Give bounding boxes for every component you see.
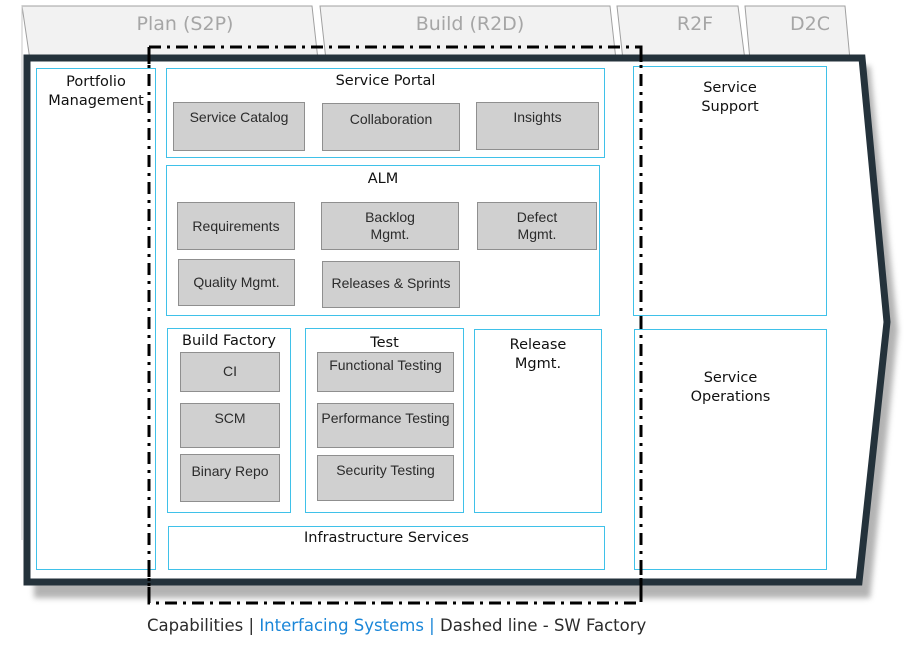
cap-label: Quality Mgmt. — [193, 274, 280, 290]
capability-security-testing[interactable]: Security Testing — [317, 455, 454, 501]
phase-label-d2c: D2C — [790, 13, 830, 35]
legend: Capabilities | Interfacing Systems | Das… — [147, 616, 646, 635]
cap-label: SCM — [214, 410, 246, 426]
service-support-title-line2: Support — [701, 99, 759, 115]
portfolio-title-line2: Management — [48, 93, 144, 109]
legend-capabilities: Capabilities — [147, 616, 244, 635]
capability-performance-testing[interactable]: Performance Testing — [317, 403, 454, 448]
cap-label: Security Testing — [336, 462, 435, 478]
capability-ci[interactable]: CI — [180, 352, 280, 392]
capability-insights[interactable]: Insights — [476, 102, 599, 150]
service-portal-title: Service Portal — [335, 73, 436, 89]
cap-label: Functional Testing — [329, 357, 442, 373]
release-mgmt-title-line2: Mgmt. — [514, 356, 562, 372]
cap-label: Releases & Sprints — [331, 275, 451, 291]
legend-dashed-line: Dashed line - SW Factory — [439, 616, 647, 635]
cap-label: Performance Testing — [321, 410, 450, 426]
portfolio-management-box[interactable]: Portfolio Management — [36, 68, 156, 570]
cap-label: Binary Repo — [191, 463, 269, 479]
cap-label-line2: Mgmt. — [517, 226, 557, 242]
service-support-box[interactable]: Service Support — [633, 66, 827, 316]
capability-functional-testing[interactable]: Functional Testing — [317, 352, 454, 392]
legend-separator: | — [423, 616, 440, 635]
service-operations-box[interactable]: Service Operations — [634, 329, 827, 570]
cap-label: Insights — [513, 109, 562, 125]
phase-label-build: Build (R2D) — [415, 13, 525, 35]
phase-label-r2f: R2F — [676, 13, 714, 35]
phase-label-plan: Plan (S2P) — [136, 13, 234, 35]
legend-separator: | — [243, 616, 260, 635]
release-mgmt-title-line1: Release — [509, 337, 567, 353]
cap-label: Collaboration — [349, 111, 433, 127]
service-operations-title-line1: Service — [703, 370, 758, 386]
portfolio-title-line1: Portfolio — [66, 74, 126, 90]
capability-binary-repo[interactable]: Binary Repo — [180, 454, 280, 502]
cap-label: Requirements — [192, 218, 280, 234]
capability-collaboration[interactable]: Collaboration — [322, 103, 460, 151]
release-mgmt-box[interactable]: Release Mgmt. — [474, 329, 602, 513]
cap-label-line2: Mgmt. — [370, 226, 410, 242]
infrastructure-services-box[interactable]: Infrastructure Services — [168, 526, 605, 570]
capability-requirements[interactable]: Requirements — [177, 202, 295, 250]
capability-defect-mgmt[interactable]: Defect Mgmt. — [477, 202, 597, 250]
service-support-title-line1: Service — [703, 80, 757, 96]
capability-service-catalog[interactable]: Service Catalog — [173, 102, 305, 151]
alm-title: ALM — [367, 171, 399, 187]
infrastructure-title: Infrastructure Services — [304, 530, 469, 546]
service-operations-title-line2: Operations — [690, 389, 771, 405]
capability-releases-sprints[interactable]: Releases & Sprints — [322, 261, 460, 308]
cap-label: CI — [223, 363, 237, 379]
legend-interfacing-systems: Interfacing Systems — [259, 616, 424, 635]
cap-label-line1: Defect — [516, 209, 558, 225]
capability-scm[interactable]: SCM — [180, 403, 280, 448]
cap-label: Service Catalog — [189, 109, 289, 125]
test-title: Test — [370, 335, 399, 351]
cap-label-line1: Backlog — [365, 209, 415, 225]
capability-backlog-mgmt[interactable]: Backlog Mgmt. — [321, 202, 459, 250]
build-factory-title: Build Factory — [182, 333, 276, 349]
capability-quality-mgmt[interactable]: Quality Mgmt. — [178, 259, 295, 306]
